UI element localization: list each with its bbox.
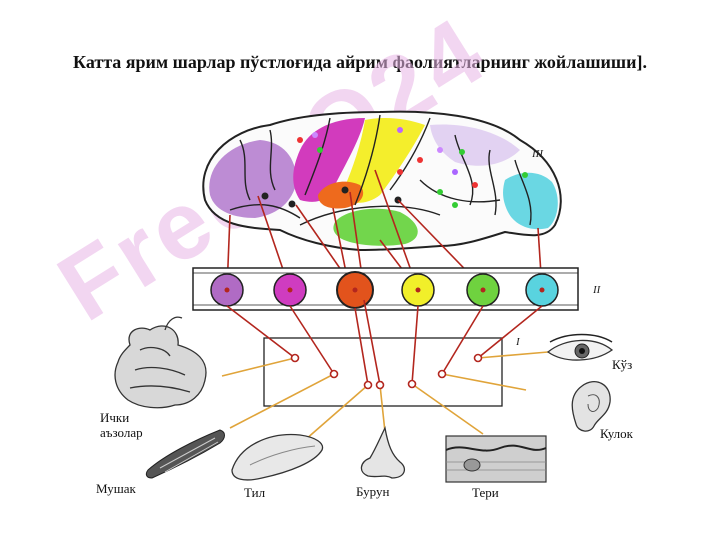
label-burun: Бурун [356,484,390,499]
eye-icon [546,333,614,361]
level-III-label: III [532,148,543,160]
intestines-icon [114,316,207,409]
ear-icon [571,381,611,432]
label-til: Тил [244,485,266,500]
box-to-organ-lines [221,351,549,441]
zone-cyan [503,172,558,230]
brain-illustration [202,110,562,252]
circle-to-box-lines [226,299,543,386]
label-teri: Тери [472,485,499,500]
relay-box [263,337,503,407]
brain-dots [261,127,528,208]
label-kuz: Кўз [612,357,633,372]
zone-yellow [340,117,425,203]
muscle-icon [145,429,225,479]
level-II-label: II [593,284,601,296]
page-title: Катта ярим шарлар пўстлоғида айрим фаоли… [73,52,647,72]
label-ichki-azolar: Ички аъзолар [100,410,143,440]
box-nodes [290,353,483,390]
level-I-label: I [516,336,520,348]
label-mushak: Мушак [96,481,136,496]
tongue-icon [231,433,324,481]
nose-icon [360,425,406,479]
zone-violet [430,124,520,166]
zone-purple [209,140,297,218]
circles-frame [192,267,579,311]
label-kulok: Кулок [600,426,633,441]
skin-icon [445,435,547,483]
